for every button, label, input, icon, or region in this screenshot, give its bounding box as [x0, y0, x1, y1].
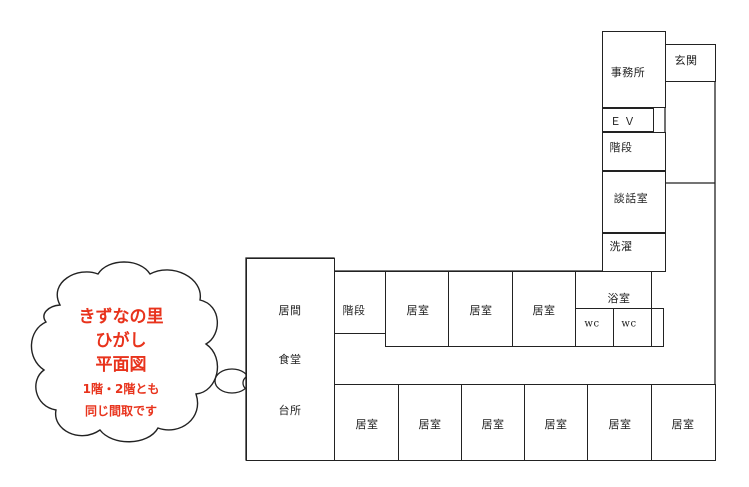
bedroom-north-3-label: 居室	[532, 304, 556, 317]
bedroom-south-5-label: 居室	[608, 418, 632, 431]
lounge-room	[602, 171, 666, 233]
wc-room-2	[613, 308, 652, 347]
bedroom-south-2	[398, 384, 462, 461]
wc-label-2: wc	[621, 318, 637, 330]
bedroom-south-2-label: 居室	[418, 418, 442, 431]
entrance-room	[665, 44, 716, 82]
office-room	[602, 31, 666, 108]
elevator-room	[602, 108, 654, 132]
bedroom-south-1-label: 居室	[355, 418, 379, 431]
bedroom-north-2-label: 居室	[469, 304, 493, 317]
bedroom-south-4-label: 居室	[544, 418, 568, 431]
bedroom-north-2	[448, 271, 513, 347]
office-label: 事務所	[610, 66, 646, 79]
stairs-west-label: 階段	[342, 304, 366, 317]
callout-title-line2: ひがし	[95, 331, 147, 351]
bedroom-south-3	[461, 384, 525, 461]
bedroom-south-1	[334, 384, 399, 461]
bedroom-south-3-label: 居室	[481, 418, 505, 431]
wc-label-1: wc	[584, 318, 600, 330]
wc-room-1	[575, 308, 614, 347]
bath-label: 浴室	[607, 292, 631, 305]
wc-room-3	[651, 308, 664, 347]
bedroom-south-6-label: 居室	[671, 418, 695, 431]
bedroom-south-6	[651, 384, 716, 461]
bedroom-north-1-label: 居室	[406, 304, 430, 317]
cloud-shape	[30, 261, 219, 443]
laundry-label: 洗濯	[609, 240, 633, 253]
callout-title-line3: 平面図	[95, 355, 147, 375]
living-label: 居間	[278, 304, 302, 317]
callout-title-line1: きずなの里	[78, 307, 164, 327]
entrance-label: 玄関	[674, 54, 698, 67]
stairs-north-room	[602, 132, 666, 171]
living-dining-kitchen-room	[246, 258, 335, 461]
lounge-label: 談話室	[613, 192, 649, 205]
kitchen-label: 台所	[278, 404, 302, 417]
bedroom-north-3	[512, 271, 576, 347]
callout-note-line1: 1階・2階とも	[82, 382, 160, 396]
elevator-label: ＥＶ	[610, 115, 638, 128]
dining-label: 食堂	[278, 353, 302, 366]
stairs-north-label: 階段	[609, 141, 633, 154]
callout-note-line2: 同じ間取です	[84, 404, 157, 418]
